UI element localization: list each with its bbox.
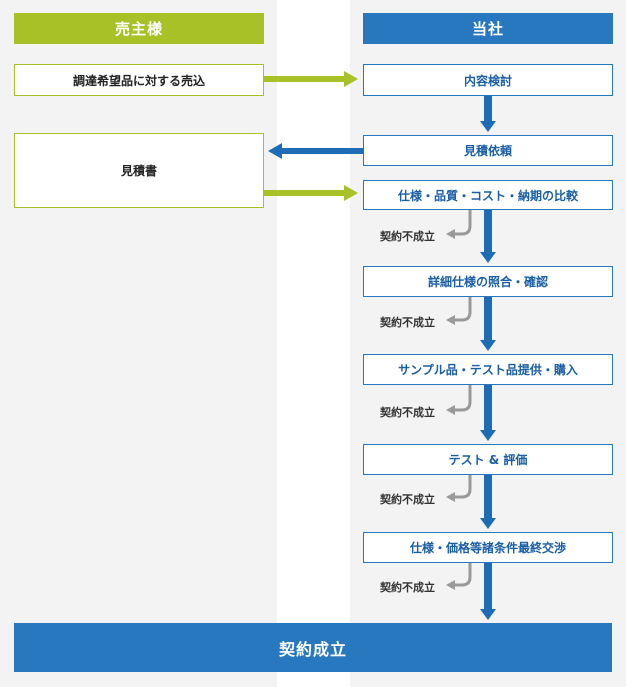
company-step-review: 内容検討 <box>363 64 613 96</box>
fail-label-5: 契約不成立 <box>380 581 435 594</box>
arrow-request-to-quote <box>268 143 363 159</box>
fail-label-4: 契約不成立 <box>380 493 435 506</box>
fail-label-1: 契約不成立 <box>380 230 435 243</box>
arrow-comparison-to-spec <box>480 210 496 263</box>
fail-label-2: 契約不成立 <box>380 316 435 329</box>
company-step-quote-request: 見積依頼 <box>363 135 613 166</box>
arrow-negotiation-to-contract <box>480 563 496 620</box>
arrow-evaluation-to-negotiation <box>480 475 496 529</box>
fail-arrow-3 <box>446 385 472 415</box>
arrow-sample-to-evaluation <box>480 385 496 441</box>
company-step-comparison: 仕様・品質・コスト・納期の比較 <box>363 180 613 210</box>
company-step-sample: サンプル品・テスト品提供・購入 <box>363 354 613 385</box>
arrow-review-to-request <box>480 96 496 132</box>
arrow-spec-to-sample <box>480 297 496 351</box>
company-step-evaluation: テスト & 評価 <box>363 444 613 475</box>
company-step-negotiation: 仕様・価格等諸条件最終交渉 <box>363 532 613 563</box>
fail-arrow-1 <box>446 210 472 239</box>
fail-arrow-2 <box>446 297 472 325</box>
company-step-spec-check: 詳細仕様の照合・確認 <box>363 266 613 297</box>
fail-arrow-4 <box>446 475 472 502</box>
arrow-pitch-to-review <box>264 71 358 87</box>
company-header: 当社 <box>363 13 613 44</box>
seller-step-quotation: 見積書 <box>14 133 264 208</box>
fail-label-3: 契約不成立 <box>380 406 435 419</box>
seller-step-sales-pitch: 調達希望品に対する売込 <box>14 64 264 96</box>
arrow-quote-to-comparison <box>264 185 358 201</box>
fail-arrow-5 <box>446 563 472 590</box>
seller-header: 売主様 <box>14 13 264 44</box>
contract-concluded-banner: 契約成立 <box>14 623 612 672</box>
seller-lane-background <box>0 0 277 687</box>
